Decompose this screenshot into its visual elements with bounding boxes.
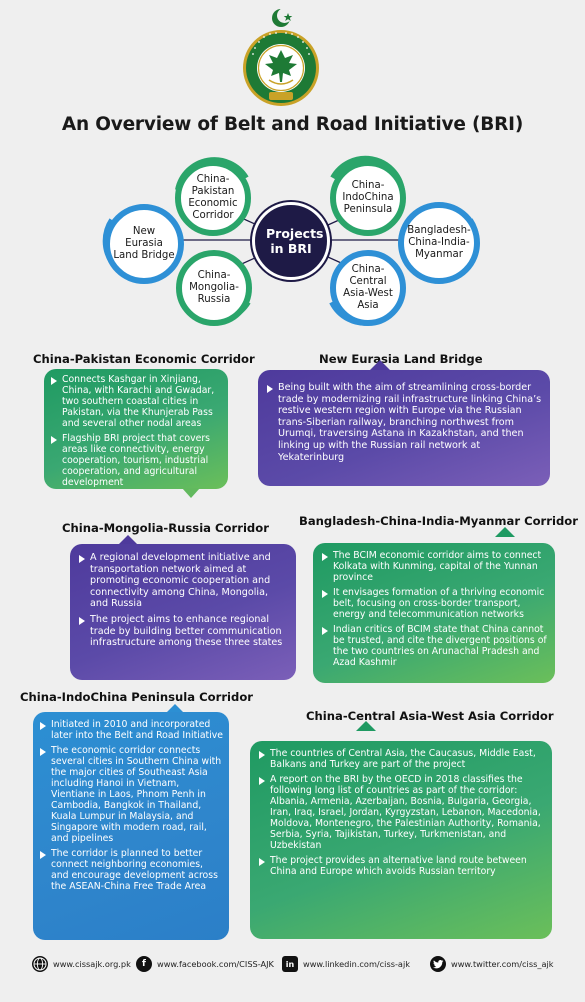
callout-tail [370,360,390,370]
section-box-central: The countries of Central Asia, the Cauca… [250,741,552,939]
section-title-bcim: Bangladesh-China-India-Myanmar Corridor [299,514,578,528]
footer-facebook-link[interactable]: f www.facebook.com/CISS-AJK [136,956,274,972]
node-bcim-label: Bangladesh-China-India-Myanmar [407,225,471,260]
twitter-icon [430,956,446,972]
globe-icon [32,956,48,972]
hub-label: Projects in BRI [266,226,324,256]
footer-linkedin-text: www.linkedin.com/ciss-ajk [303,959,410,969]
bullet-item: The project provides an alternative land… [258,855,544,877]
section-title-central: China-Central Asia-West Asia Corridor [306,709,554,723]
section-title-eurasia: New Eurasia Land Bridge [319,352,483,366]
page-title: An Overview of Belt and Road Initiative … [61,114,524,135]
section-title-mongolia: China-Mongolia-Russia Corridor [62,521,269,535]
node-central-label: China-Central Asia-West Asia [343,264,393,311]
footer-facebook-text: www.facebook.com/CISS-AJK [157,959,274,969]
section-title-indochina: China-IndoChina Peninsula Corridor [20,690,254,704]
callout-tail [118,535,138,545]
bullet-item: Initiated in 2010 and incorporated later… [39,719,223,741]
footer-twitter-text: www.twitter.com/ciss_ajk [451,959,554,969]
linkedin-icon: in [282,956,298,972]
node-indochina-label: China-IndoChina Peninsula [342,180,394,215]
bullet-item: Connects Kashgar in Xinjiang, China, wit… [50,374,222,429]
footer-links: www.cissajk.org.pk f www.facebook.com/CI… [0,956,585,986]
bullet-item: The countries of Central Asia, the Cauca… [258,748,544,770]
footer-website-link[interactable]: www.cissajk.org.pk [32,956,131,972]
callout-tail [182,488,200,498]
node-indochina: China-IndoChina Peninsula [330,160,406,236]
facebook-icon: f [136,956,152,972]
hub-projects-in-bri: Projects in BRI [252,202,330,280]
callout-tail [165,704,185,714]
node-cpec-label: China-Pakistan Economic Corridor [188,174,238,221]
bullet-item: It envisages formation of a thriving eco… [321,587,547,620]
node-mongolia: China-Mongolia-Russia [176,250,252,326]
section-title-cpec: China-Pakistan Economic Corridor [33,352,255,366]
bullet-item: The BCIM economic corridor aims to conne… [321,550,547,583]
footer-linkedin-link[interactable]: in www.linkedin.com/ciss-ajk [282,956,410,972]
node-eurasia: New Eurasia Land Bridge [104,204,184,284]
node-bcim: Bangladesh-China-India-Myanmar [398,202,480,284]
node-eurasia-label: New Eurasia Land Bridge [113,226,175,261]
section-box-mongolia: A regional development initiative and tr… [70,544,296,680]
footer-website-text: www.cissajk.org.pk [53,959,131,969]
bullet-item: The project aims to enhance regional tra… [78,614,288,649]
node-cpec: China-Pakistan Economic Corridor [175,160,251,236]
footer-twitter-link[interactable]: www.twitter.com/ciss_ajk [430,956,553,972]
section-box-bcim: The BCIM economic corridor aims to conne… [313,543,555,683]
section-box-eurasia: Being built with the aim of streamlining… [258,370,550,486]
bullet-item: A report on the BRI by the OECD in 2018 … [258,774,544,851]
ciss-logo [241,4,321,112]
node-central: China-Central Asia-West Asia [330,250,406,326]
bullet-item: A regional development initiative and tr… [78,552,288,610]
callout-tail [356,721,376,731]
bullet-item: The economic corridor connects several c… [39,745,223,844]
bullet-item: Flagship BRI project that covers areas l… [50,433,222,488]
callout-tail [495,527,515,537]
section-box-indochina: Initiated in 2010 and incorporated later… [33,712,229,940]
section-box-cpec: Connects Kashgar in Xinjiang, China, wit… [44,369,228,489]
bullet-item: Being built with the aim of streamlining… [266,382,542,463]
bullet-item: Indian critics of BCIM state that China … [321,624,547,668]
node-mongolia-label: China-Mongolia-Russia [189,270,239,305]
bullet-item: The corridor is planned to better connec… [39,848,223,892]
bri-projects-diagram: China-Pakistan Economic Corridor New Eur… [0,150,585,330]
